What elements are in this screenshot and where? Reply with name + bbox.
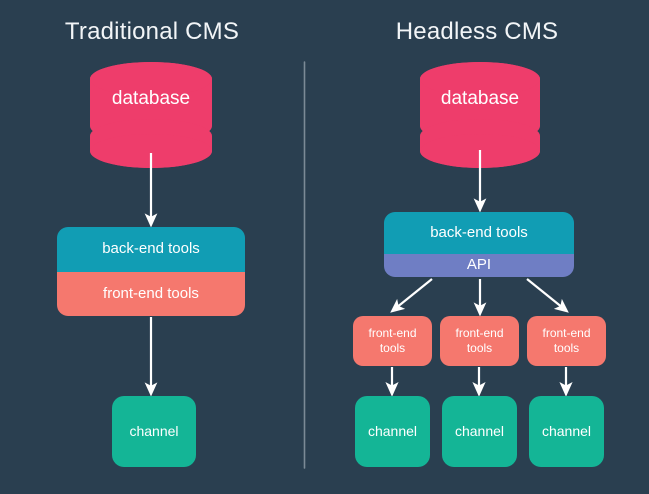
headless-frontend-2-shape [440,316,519,366]
headless-panel-title: Headless CMS [395,18,559,45]
headless-channel-3-shape [529,396,604,467]
headless-frontend-1-shape [353,316,432,366]
arrow-headless-api-to-frontend-1 [390,278,433,313]
traditional-channel-shape [112,396,196,467]
traditional-database-shape [90,62,212,168]
arrow-headless-api-to-frontend-3 [526,278,569,313]
headless-channel-1-shape [355,396,430,467]
headless-channel-2-shape [442,396,517,467]
traditional-tools-stack-shape [57,227,245,316]
headless-backend-api-stack-shape [384,212,574,277]
traditional-panel-title: Traditional CMS [64,18,240,45]
headless-frontend-3-shape [527,316,606,366]
